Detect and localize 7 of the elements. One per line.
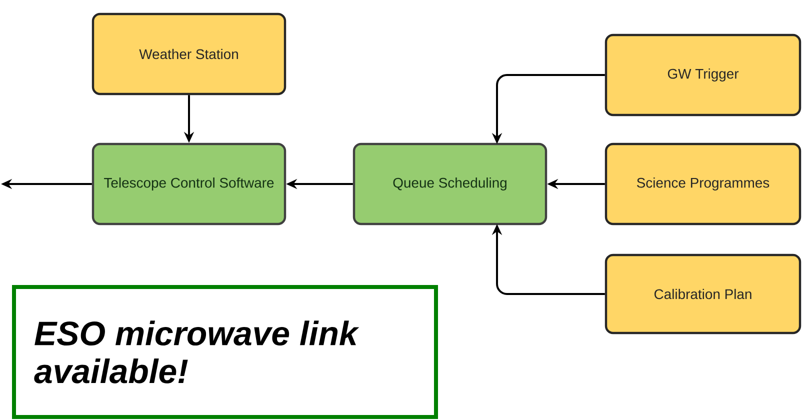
process-box: GW Trigger [604, 34, 802, 116]
note-box: ESO microwave link available! [12, 285, 438, 419]
process-box: Weather Station [92, 12, 286, 96]
process-box: Telescope Control Software [92, 142, 286, 226]
process-box: Calibration Plan [604, 254, 802, 334]
process-box: Queue Scheduling [352, 142, 548, 226]
process-box: Science Programmes [604, 142, 802, 226]
